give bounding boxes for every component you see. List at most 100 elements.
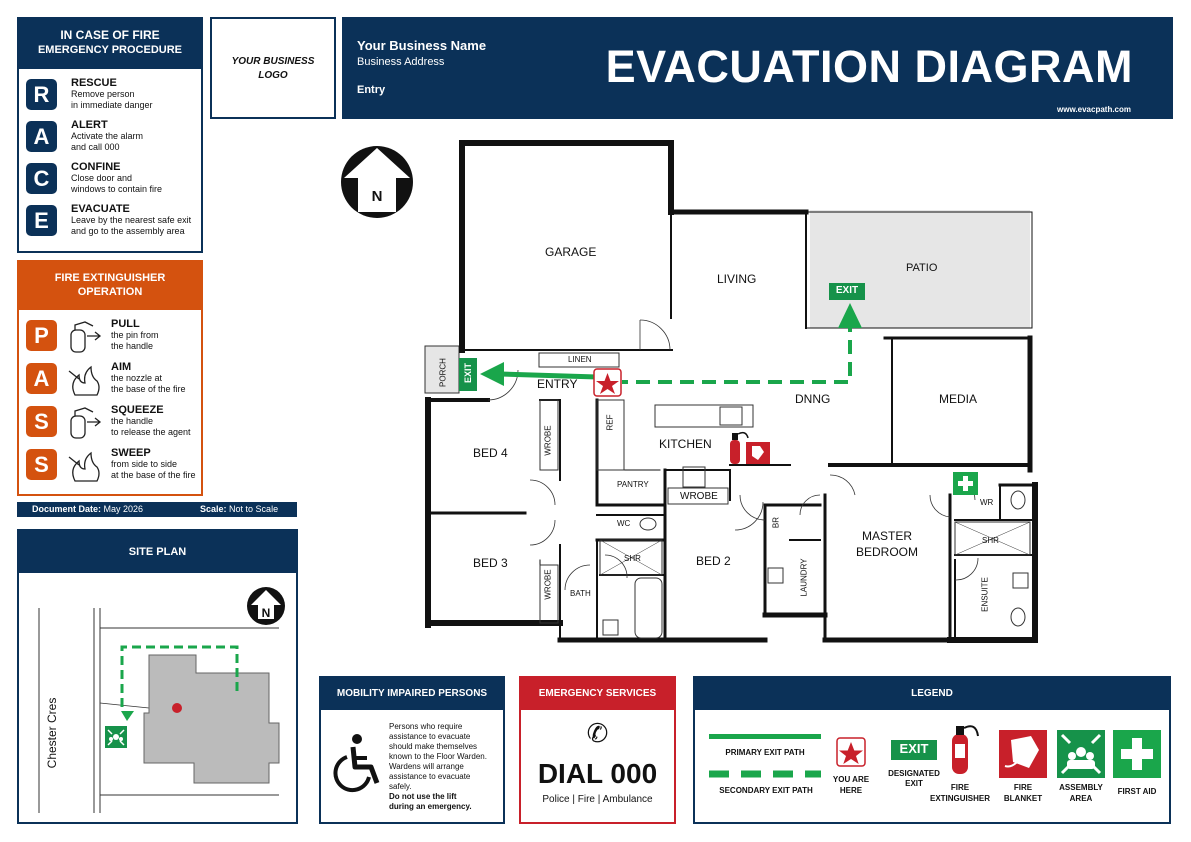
race-step-line: Activate the alarm [71, 131, 144, 141]
room-porch: PORCH [438, 358, 448, 387]
title-banner: Your Business Name Business Address Entr… [342, 17, 1173, 119]
room-linen: LINEN [568, 355, 592, 364]
legend-exit-sign-text: EXIT [899, 741, 929, 756]
room-wr: WR [980, 498, 994, 507]
pass-step-line: the handle [111, 341, 154, 351]
mobility-bold-2: during an emergency. [389, 802, 472, 811]
race-letter: A [26, 121, 57, 152]
room-dnng: DNNG [795, 392, 831, 406]
site-north-arrow [247, 587, 285, 625]
emergency-header: EMERGENCY SERVICES [521, 678, 674, 710]
patio-area [810, 210, 1030, 328]
legend-panel: LEGEND P [693, 676, 1171, 824]
exit-sign-porch-label: EXIT [463, 363, 473, 384]
mobility-line: known to the Floor Warden. [389, 752, 487, 761]
race-letter: R [26, 79, 57, 110]
doc-info-bar: Document Date: May 2026 Scale: Not to Sc… [17, 502, 297, 517]
legend-primary-line [709, 734, 821, 739]
race-step-line: and call 000 [71, 142, 120, 152]
pass-step-line: from side to side [111, 459, 178, 469]
dial-number: DIAL 000 [537, 758, 658, 789]
aim-nozzle-icon: 🔥 [67, 363, 103, 397]
legend-fire-extinguisher-icon [952, 725, 979, 774]
mobility-line: should make themselves [389, 742, 478, 751]
legend-symbols [709, 725, 1161, 778]
emergency-panel: EMERGENCY SERVICES ✆ DIAL 000 Police | F… [519, 676, 676, 824]
legend-fire-blanket-icon [999, 730, 1047, 778]
pass-step-line: the pin from [111, 330, 159, 340]
doc-date-value: May 2026 [103, 504, 144, 514]
race-step-title: ALERT [71, 119, 108, 131]
race-step-title: CONFINE [71, 161, 121, 173]
plan-exit-sign-patio [829, 283, 865, 300]
legend-you-are-here-1: YOU ARE [832, 775, 870, 784]
room-living: LIVING [717, 272, 757, 286]
phone-icon: ✆ [586, 718, 609, 748]
exit-sign-patio-label: EXIT [835, 285, 859, 296]
site-plan-map [38, 587, 285, 813]
site-exit-path [120, 645, 239, 709]
pass-letter: P [26, 320, 57, 351]
pass-title-1: FIRE EXTINGUISHER [54, 272, 166, 284]
mobility-panel: MOBILITY IMPAIRED PERSONS Persons who re… [319, 676, 505, 824]
race-title: IN CASE OF FIRE [60, 28, 160, 42]
race-header: IN CASE OF FIRE EMERGENCY PROCEDURE [19, 19, 201, 69]
race-step-line: Leave by the nearest safe exit [71, 215, 192, 225]
room-bed2: BED 2 [696, 554, 731, 568]
pass-step-line: at the base of the fire [111, 470, 196, 480]
doc-date-label: Document Date: [32, 504, 102, 514]
race-subtitle: EMERGENCY PROCEDURE [37, 44, 183, 56]
room-bed3: BED 3 [473, 556, 508, 570]
room-wc: WC [617, 519, 631, 528]
pass-letter: A [26, 363, 57, 394]
pull-pin-icon: 🧯 [67, 320, 103, 354]
squeeze-handle-icon: ✋ [67, 406, 103, 440]
legend-assembly-2: AREA [1069, 794, 1093, 803]
race-step-line: Remove person [71, 89, 135, 99]
room-entry: ENTRY [537, 377, 578, 391]
site-north-label: N [261, 606, 271, 620]
room-master-2: BEDROOM [856, 545, 919, 559]
pass-step-title: PULL [111, 318, 140, 330]
room-wrobe-3: WROBE [543, 569, 553, 600]
legend-secondary-label: SECONDARY EXIT PATH [719, 786, 813, 795]
plan-first-aid-icon [953, 472, 978, 495]
room-patio: PATIO [906, 262, 938, 274]
room-shr-1: SHR [624, 554, 641, 563]
mobility-line: safely. [389, 782, 412, 791]
legend-you-are-here-icon [836, 737, 866, 767]
pass-step-title: SQUEEZE [111, 404, 164, 416]
plan-fire-blanket-icon [746, 442, 770, 464]
race-step-line: and go to the assembly area [71, 226, 185, 236]
legend-blanket-1: FIRE [1013, 783, 1033, 792]
legend-header: LEGEND [695, 678, 1169, 710]
pass-step-title: AIM [111, 361, 132, 373]
legend-first-aid-icon [1113, 730, 1161, 778]
site-building [143, 654, 280, 784]
mobility-line: Persons who require [389, 722, 463, 731]
primary-exit-path [499, 371, 598, 380]
doc-scale-value: Not to Scale [229, 504, 279, 514]
legend-first-aid-label: FIRST AID [1117, 787, 1157, 796]
race-letter: C [26, 163, 57, 194]
you-are-here-icon [593, 368, 622, 397]
sweep-fire-icon: 🔥 [67, 449, 103, 483]
plan-exit-sign-porch [459, 358, 477, 391]
legend-assembly-icon [1057, 730, 1105, 778]
legend-you-are-here-2: HERE [839, 786, 863, 795]
race-step-line: windows to contain fire [71, 184, 163, 194]
room-media: MEDIA [939, 392, 978, 406]
room-pantry: PANTRY [617, 480, 649, 489]
room-wrobe-2: WROBE [680, 491, 718, 502]
wheelchair-icon [333, 734, 380, 793]
location-label: Entry [357, 84, 386, 96]
room-laundry: LAUNDRY [799, 558, 809, 597]
